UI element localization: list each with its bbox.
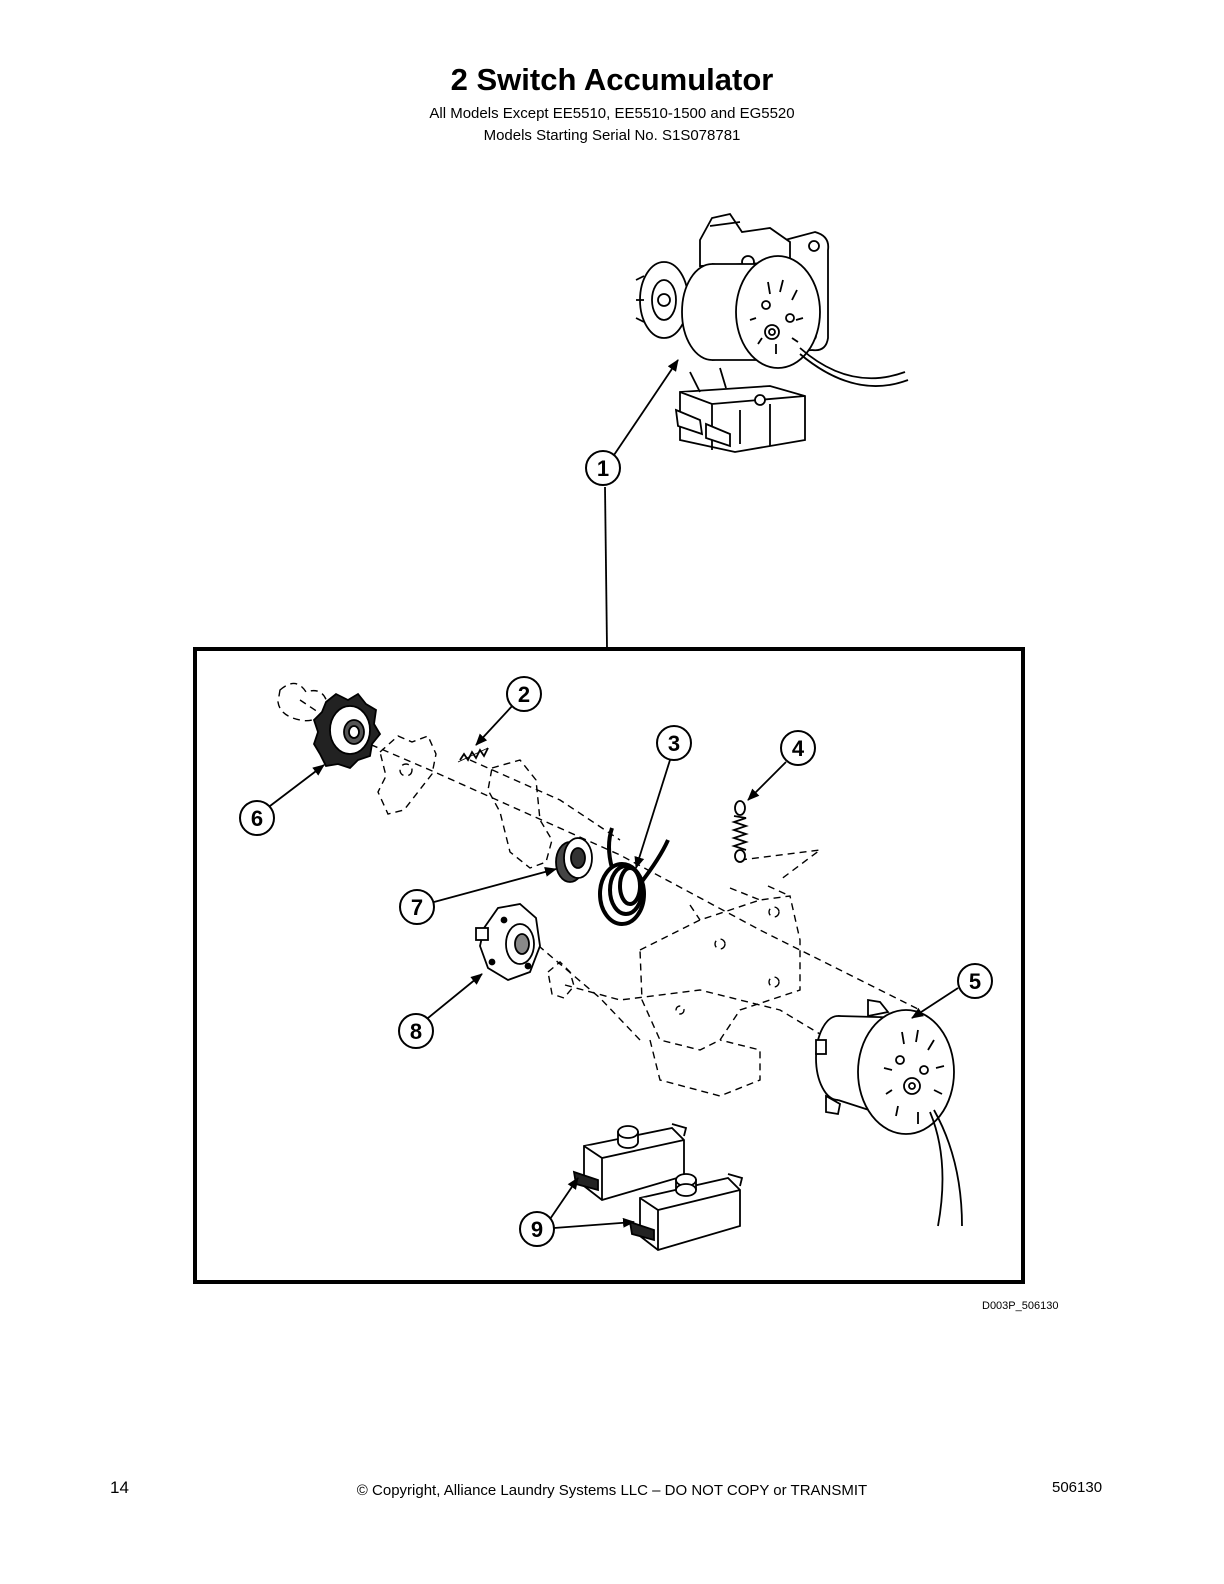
callout-label-5: 5: [969, 969, 981, 994]
part-9-switches: [572, 1123, 744, 1251]
callout-label-3: 3: [668, 731, 680, 756]
callout-4: 4: [747, 730, 816, 801]
figure-code: D003P_506130: [982, 1300, 1059, 1312]
callout-label-8: 8: [410, 1019, 422, 1044]
page-number: 14: [110, 1478, 129, 1497]
part-5-motor: [815, 998, 963, 1227]
callout-label-6: 6: [251, 806, 263, 831]
part-6-sprocket: [312, 692, 382, 770]
part-2-small-spring: [457, 747, 489, 763]
document-number: 506130: [1052, 1479, 1103, 1496]
callout-3: 3: [634, 725, 692, 869]
callout-label-1: 1: [597, 456, 609, 481]
page-title: 2 Switch Accumulator: [450, 62, 774, 97]
copyright-notice: © Copyright, Alliance Laundry Systems LL…: [356, 1482, 868, 1499]
callout-2: 2: [475, 676, 542, 746]
part-4-extension-spring: [731, 800, 749, 863]
callout-label-4: 4: [792, 736, 805, 761]
callout-label-9: 9: [531, 1217, 543, 1242]
part-8-cam-hub: [475, 903, 541, 981]
callout-label-7: 7: [411, 895, 423, 920]
part-7-bushing: [555, 837, 593, 883]
callout-label-2: 2: [518, 682, 530, 707]
callout-1: 1: [585, 359, 679, 649]
callout-8: 8: [398, 973, 483, 1049]
part-3-torsion-spring: [598, 827, 670, 926]
page-subtitle-models: All Models Except EE5510, EE5510-1500 an…: [429, 105, 795, 122]
exploded-view-frame: [193, 647, 1025, 1284]
callout-9: 9: [519, 1177, 635, 1247]
assembled-accumulator-illustration: [635, 212, 909, 453]
callout-5: 5: [911, 963, 993, 1019]
page-subtitle-serial: Models Starting Serial No. S1S078781: [483, 127, 741, 144]
callout-6: 6: [239, 764, 325, 836]
callout-7: 7: [399, 867, 557, 925]
